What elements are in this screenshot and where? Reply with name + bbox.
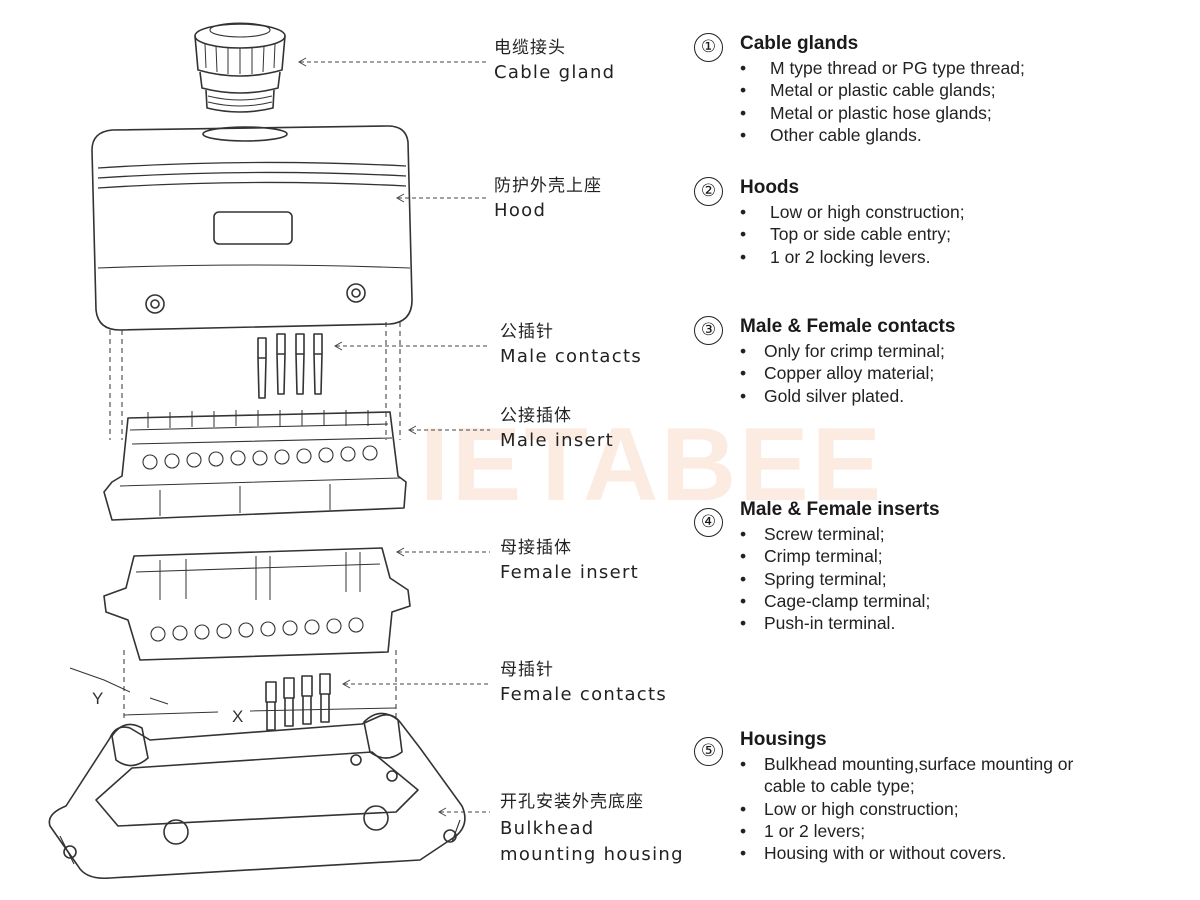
section-number: ④ <box>694 508 723 537</box>
list-item: Bulkhead mounting,surface mounting or ca… <box>740 753 1100 798</box>
bulkhead-housing-drawing <box>48 712 466 880</box>
callout-en: Hood <box>494 200 547 222</box>
list-item: 1 or 2 locking levers. <box>740 246 965 269</box>
callout-female-contacts: 母插针 Female contacts <box>500 660 667 706</box>
callout-male-contacts: 公插针 Male contacts <box>500 322 642 368</box>
section-title: Cable glands <box>740 33 859 54</box>
feature-list: Only for crimp terminal; Copper alloy ma… <box>740 340 945 407</box>
leader-lines <box>300 61 490 813</box>
list-item: Only for crimp terminal; <box>740 340 945 363</box>
callout-en: Male contacts <box>500 346 642 368</box>
watermark: IETABEE <box>420 407 885 523</box>
leader-arrowheads <box>297 57 447 817</box>
list-item: Cage-clamp terminal; <box>740 590 930 613</box>
section-number: ③ <box>694 316 723 345</box>
callout-zh: 母插针 <box>500 660 554 680</box>
list-item: Top or side cable entry; <box>740 223 965 246</box>
callout-en: Cable gland <box>494 62 616 84</box>
dimension-lines <box>69 650 397 720</box>
male-insert-drawing <box>103 410 407 521</box>
callout-en: Male insert <box>500 430 614 452</box>
callout-zh: 公接插体 <box>500 406 572 426</box>
hood-drawing <box>91 125 413 440</box>
list-item: 1 or 2 levers; <box>740 820 1100 843</box>
list-item: Copper alloy material; <box>740 362 945 385</box>
feature-list: Bulkhead mounting,surface mounting or ca… <box>740 753 1100 865</box>
list-item: Metal or plastic cable glands; <box>740 79 1025 102</box>
callout-en: Female insert <box>500 562 640 584</box>
callout-bulkhead-housing: 开孔安装外壳底座 Bulkhead mounting housing <box>500 792 690 868</box>
list-item: Low or high construction; <box>740 798 1100 821</box>
callout-zh: 开孔安装外壳底座 <box>500 792 644 812</box>
section-title: Male & Female inserts <box>740 499 940 520</box>
dimension-y-label: Y <box>92 689 103 708</box>
exploded-view-drawing: X Y <box>48 22 490 880</box>
female-insert-drawing <box>103 547 411 661</box>
list-item: Gold silver plated. <box>740 385 945 408</box>
feature-list: Low or high construction; Top or side ca… <box>740 201 965 268</box>
section-number: ⑤ <box>694 737 723 766</box>
dimension-x-label: X <box>232 707 243 726</box>
male-contacts-drawing <box>257 333 323 399</box>
feature-list: Screw terminal; Crimp terminal; Spring t… <box>740 523 930 635</box>
callout-zh: 防护外壳上座 <box>494 176 602 196</box>
section-number: ① <box>694 33 723 62</box>
callout-male-insert: 公接插体 Male insert <box>500 406 614 452</box>
list-item: Crimp terminal; <box>740 545 930 568</box>
callout-en: Bulkhead mounting housing <box>500 818 684 866</box>
callout-cable-gland: 电缆接头 Cable gland <box>494 38 615 84</box>
list-item: Push-in terminal. <box>740 612 930 635</box>
list-item: Metal or plastic hose glands; <box>740 102 1025 125</box>
callout-hood: 防护外壳上座 Hood <box>494 176 602 222</box>
section-number: ② <box>694 177 723 206</box>
list-item: Housing with or without covers. <box>740 842 1100 865</box>
section-title: Hoods <box>740 177 800 198</box>
callout-zh: 母接插体 <box>500 538 572 558</box>
list-item: Other cable glands. <box>740 124 1025 147</box>
list-item: Low or high construction; <box>740 201 965 224</box>
callout-zh: 电缆接头 <box>494 38 566 58</box>
cable-gland-drawing <box>194 22 286 113</box>
section-title: Male & Female contacts <box>740 316 956 337</box>
callout-female-insert: 母接插体 Female insert <box>500 538 639 584</box>
section-title: Housings <box>740 729 827 750</box>
list-item: M type thread or PG type thread; <box>740 57 1025 80</box>
callout-en: Female contacts <box>500 684 668 706</box>
female-contacts-drawing <box>265 673 331 731</box>
list-item: Spring terminal; <box>740 568 930 591</box>
list-item: Screw terminal; <box>740 523 930 546</box>
feature-list: M type thread or PG type thread; Metal o… <box>740 57 1025 146</box>
callout-zh: 公插针 <box>500 322 554 342</box>
